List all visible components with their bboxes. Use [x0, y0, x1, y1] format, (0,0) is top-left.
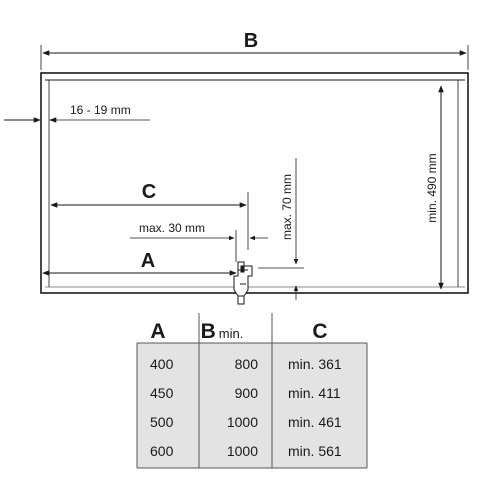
- table-cell-a: 500: [150, 414, 174, 430]
- drawer-slide-detail: [233, 261, 253, 305]
- table-header-b-suffix: min.: [219, 326, 244, 341]
- dimension-max30: [130, 230, 268, 262]
- dimension-b-label: B: [244, 30, 258, 52]
- table-cell-a: 400: [150, 356, 174, 372]
- dimension-table: [136, 313, 368, 469]
- dimension-b: [40, 45, 469, 70]
- dimension-a-label: A: [141, 250, 155, 272]
- table-header-a: A: [150, 320, 165, 343]
- table-cell-c: min. 411: [288, 385, 341, 401]
- table-row: 500 1000 min. 461: [150, 414, 342, 430]
- dimension-gap-label: 16 - 19 mm: [70, 103, 131, 117]
- dimension-max70: [258, 158, 304, 300]
- table-cell-c: min. 361: [288, 356, 342, 372]
- table-row: 600 1000 min. 561: [150, 443, 342, 459]
- table-header-c: C: [312, 320, 327, 343]
- dimension-c: [50, 192, 249, 250]
- table-cell-b: 1000: [227, 443, 258, 459]
- table-row: 400 800 min. 361: [150, 356, 342, 372]
- table-cell-c: min. 461: [288, 414, 342, 430]
- dimension-height-label: min. 490 mm: [425, 153, 439, 222]
- table-cell-c: min. 561: [288, 443, 342, 459]
- dimension-c-label: C: [142, 181, 156, 203]
- table-cell-a: 450: [150, 385, 174, 401]
- table-cell-a: 600: [150, 443, 174, 459]
- table-cell-b: 1000: [227, 414, 258, 430]
- dimension-max30-label: max. 30 mm: [139, 221, 205, 235]
- cabinet-outline: [40, 72, 469, 294]
- dimension-max70-label: max. 70 mm: [280, 174, 294, 240]
- table-cell-b: 800: [235, 356, 259, 372]
- table-cell-b: 900: [235, 385, 259, 401]
- table-row: 450 900 min. 411: [150, 385, 341, 401]
